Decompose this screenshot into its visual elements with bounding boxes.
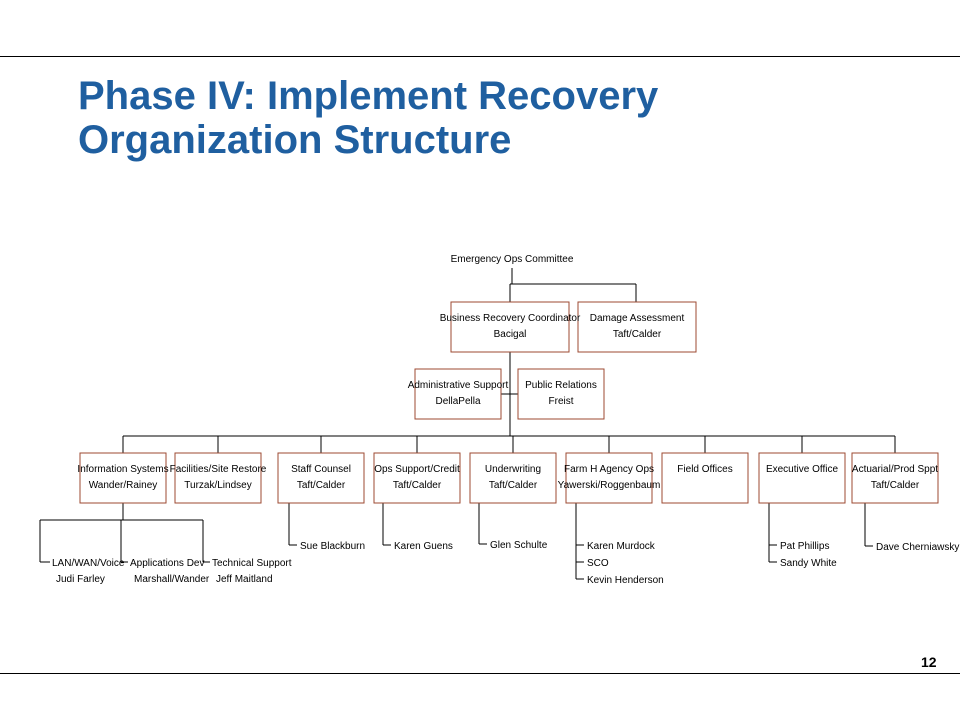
underwriting-member: Glen Schulte xyxy=(490,540,548,551)
department-box-name: Turzak/Lindsey xyxy=(184,480,251,491)
public-relations-box-title: Public Relations xyxy=(525,380,597,391)
department-box xyxy=(469,452,557,504)
slide-title-line-1: Phase IV: Implement Recovery xyxy=(78,74,659,118)
coordinator-box xyxy=(450,301,570,353)
department-box-name: Wander/Rainey xyxy=(89,480,158,491)
org-chart-boxes xyxy=(79,301,939,504)
department-box-title: Field Offices xyxy=(677,464,732,475)
is-child-name: Jeff Maitland xyxy=(216,574,273,585)
ops-support-member: Karen Guens xyxy=(394,541,453,552)
department-box xyxy=(851,452,939,504)
department-box-title: Facilities/Site Restore xyxy=(170,464,267,475)
department-box xyxy=(758,452,846,504)
executive-member: Pat Phillips xyxy=(780,541,829,552)
department-box xyxy=(373,452,461,504)
top-rule xyxy=(0,56,960,57)
department-box xyxy=(174,452,262,504)
department-box-title: Staff Counsel xyxy=(291,464,351,475)
coordinator-box-title: Business Recovery Coordinator xyxy=(440,313,581,324)
department-box-title: Ops Support/Credit xyxy=(374,464,460,475)
bottom-rule xyxy=(0,673,960,674)
department-box xyxy=(277,452,365,504)
admin-support-box-title: Administrative Support xyxy=(408,380,509,391)
department-box-title: Information Systems xyxy=(77,464,168,475)
farm-agency-member: SCO xyxy=(587,558,609,569)
department-box xyxy=(661,452,749,504)
actuarial-member: Dave Cherniawsky xyxy=(876,542,959,553)
is-child-title: Applications Dev xyxy=(130,558,204,569)
department-box-name: Taft/Calder xyxy=(393,480,442,491)
public-relations-box-name: Freist xyxy=(549,396,574,407)
department-box-title: Executive Office xyxy=(766,464,839,475)
damage-assessment-box xyxy=(577,301,697,353)
staff-counsel-member: Sue Blackburn xyxy=(300,541,365,552)
public-relations-box xyxy=(517,368,605,420)
is-child-title: Technical Support xyxy=(212,558,292,569)
department-box-title: Underwriting xyxy=(485,464,541,475)
department-box-title: Actuarial/Prod Sppt xyxy=(852,464,938,475)
department-box xyxy=(565,452,653,504)
is-child-title: LAN/WAN/Voice xyxy=(52,558,125,569)
emergency-ops-committee-label: Emergency Ops Committee xyxy=(451,254,574,265)
farm-agency-member: Karen Murdock xyxy=(587,541,656,552)
admin-support-box xyxy=(414,368,502,420)
slide-title: Phase IV: Implement Recovery Organizatio… xyxy=(78,74,658,162)
damage-assessment-box-title: Damage Assessment xyxy=(590,313,685,324)
department-box-name: Yawerski/Roggenbaum xyxy=(558,480,661,491)
page-number: 12 xyxy=(921,654,937,670)
department-box-title: Farm H Agency Ops xyxy=(564,464,654,475)
department-box-name: Taft/Calder xyxy=(489,480,538,491)
department-box-name: Taft/Calder xyxy=(871,480,920,491)
org-chart-connectors xyxy=(39,268,896,580)
is-child-name: Judi Farley xyxy=(56,574,105,585)
is-child-name: Marshall/Wander xyxy=(134,574,210,585)
department-box xyxy=(79,452,167,504)
coordinator-box-name: Bacigal xyxy=(494,329,527,340)
department-box-name: Taft/Calder xyxy=(297,480,346,491)
admin-support-box-name: DellaPella xyxy=(435,396,480,407)
slide-title-line-2: Organization Structure xyxy=(78,118,512,162)
farm-agency-member: Kevin Henderson xyxy=(587,575,664,586)
executive-member: Sandy White xyxy=(780,558,837,569)
damage-assessment-box-name: Taft/Calder xyxy=(613,329,662,340)
